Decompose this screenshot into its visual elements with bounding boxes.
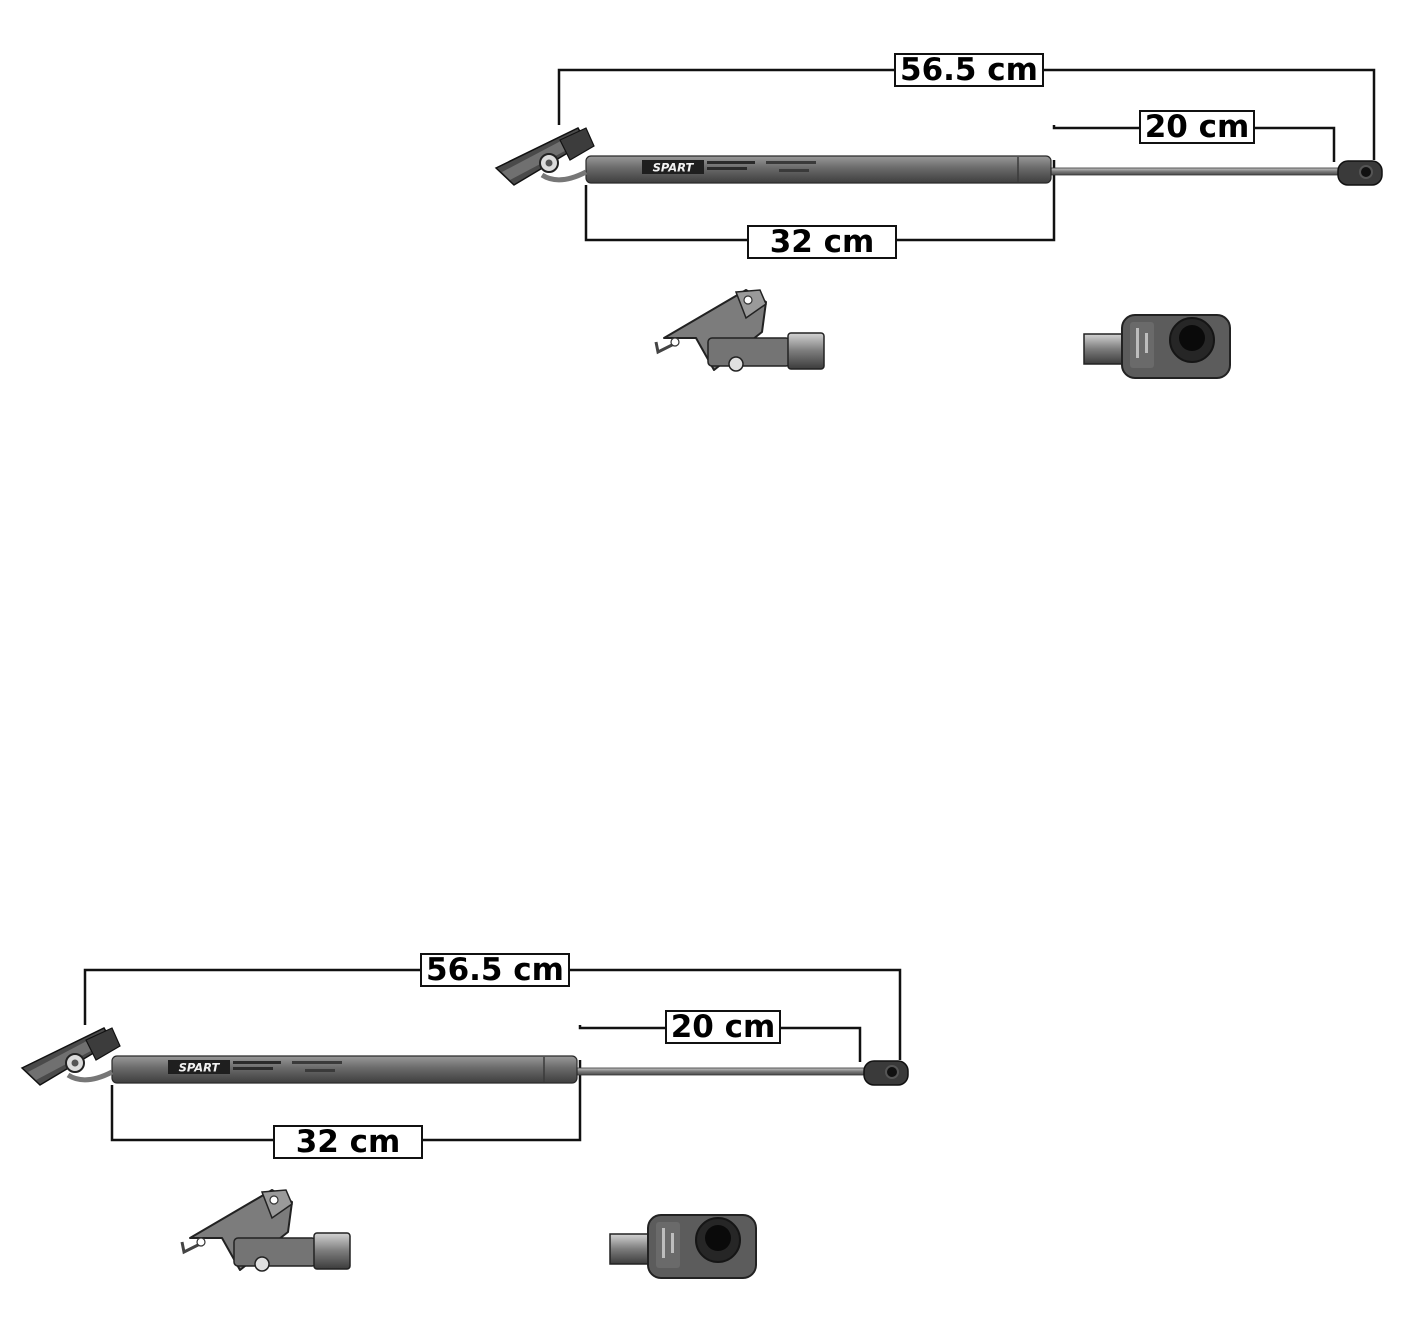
- brand-label: SPART: [168, 1060, 342, 1075]
- right-eyelet: [1337, 160, 1383, 186]
- brand-label: SPART: [642, 160, 816, 175]
- body-length-label: 32 cm: [747, 225, 897, 259]
- bracket-hook: [654, 341, 675, 355]
- bracket-hook: [180, 1241, 201, 1255]
- rod-length-label: 20 cm: [1139, 110, 1255, 144]
- left-bracket: [494, 127, 595, 186]
- body-length-label: 32 cm: [273, 1125, 423, 1159]
- right-eyelet: [863, 1060, 909, 1086]
- bracket-fitting-detail: [180, 1189, 351, 1272]
- fitting-stub: [787, 332, 825, 370]
- dimension-lines: [83, 968, 902, 1142]
- bracket-fitting-detail: [654, 289, 825, 372]
- eyelet-fitting-detail: [609, 1214, 757, 1279]
- eyelet-fitting-detail: [1083, 314, 1231, 379]
- strut-rod: [574, 1067, 868, 1076]
- brand-marking: SPART: [653, 161, 695, 175]
- strut-diagram-top: SPART: [474, 0, 1383, 440]
- gas-strut: SPART: [20, 1027, 909, 1086]
- brand-marking: SPART: [179, 1061, 221, 1075]
- gas-strut: SPART: [494, 127, 1383, 186]
- overall-length-label: 56.5 cm: [894, 53, 1044, 87]
- overall-length-label: 56.5 cm: [420, 953, 570, 987]
- dimension-lines: [557, 68, 1376, 242]
- fitting-stub: [313, 1232, 351, 1270]
- fitting-rivet: [254, 1256, 270, 1272]
- left-bracket: [20, 1027, 121, 1086]
- strut-rod: [1048, 167, 1342, 176]
- rod-length-label: 20 cm: [665, 1010, 781, 1044]
- strut-diagram-bottom: SPART: [0, 900, 909, 1340]
- fitting-rivet: [728, 356, 744, 372]
